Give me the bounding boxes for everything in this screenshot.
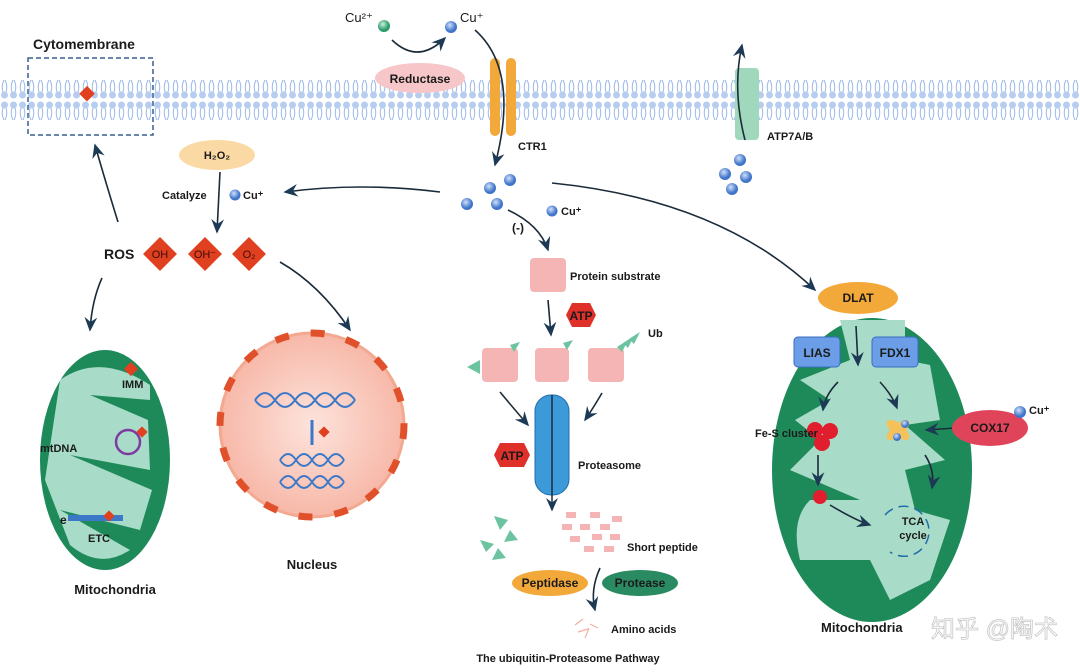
cu-export-arrow bbox=[732, 43, 746, 141]
to-proteasome-arrow-2 bbox=[584, 392, 603, 422]
watermark: 知乎 @陶术 bbox=[931, 616, 1058, 643]
reduction-arrow bbox=[391, 36, 447, 53]
protein-substrate-label: Protein substrate bbox=[570, 271, 660, 283]
to-proteasome-arrow bbox=[499, 391, 530, 427]
h2o2-label: H₂O₂ bbox=[204, 150, 230, 162]
cytomembrane-title: Cytomembrane bbox=[33, 36, 135, 52]
catalyze-label: Catalyze bbox=[162, 190, 207, 202]
cell-membrane bbox=[0, 76, 1080, 126]
catalyze-arrow bbox=[211, 171, 225, 234]
svg-text:OH: OH bbox=[152, 249, 169, 261]
copper-protein-complex-icon bbox=[886, 419, 910, 441]
electron-label: e bbox=[60, 513, 67, 527]
nucleus-title: Nucleus bbox=[287, 557, 338, 572]
cytosolic-copper-icons bbox=[461, 174, 516, 210]
fdx1-arrow bbox=[879, 381, 899, 410]
ubiquitinated-proteins bbox=[467, 332, 640, 382]
arrow-to-ros bbox=[283, 183, 441, 197]
cu-label: Cu⁺ bbox=[243, 190, 264, 202]
tca-cycle-icon bbox=[884, 505, 930, 557]
h2o2-ellipse bbox=[179, 140, 255, 170]
cox17-cu-label: Cu⁺ bbox=[1029, 405, 1050, 417]
atp-hexagon bbox=[494, 443, 530, 467]
cox17-ellipse bbox=[952, 410, 1028, 446]
ubiquitination-arrow bbox=[543, 299, 557, 337]
mtdna-label: mtDNA bbox=[40, 443, 77, 455]
svg-text:OH⁻: OH⁻ bbox=[194, 249, 217, 261]
left-mito-title: Mitochondria bbox=[74, 582, 156, 597]
tca-cycle-label: cycle bbox=[899, 530, 927, 542]
svg-text:O₂: O₂ bbox=[243, 249, 256, 261]
cu2-label: Cu²⁺ bbox=[345, 10, 373, 25]
proteasome-label: Proteasome bbox=[578, 460, 641, 472]
cu2-ion-icon bbox=[378, 20, 390, 32]
fe-s-label: Fe-S cluster bbox=[755, 428, 819, 440]
imm-label: IMM bbox=[122, 379, 143, 391]
atp7-label: ATP7A/B bbox=[767, 131, 813, 143]
ctr1-channel bbox=[490, 58, 500, 136]
cox17-arrow bbox=[924, 422, 956, 436]
fdx1-label: FDX1 bbox=[880, 346, 911, 360]
atp-hexagon bbox=[566, 303, 596, 327]
right-mitochondrion bbox=[772, 318, 972, 622]
cu1-ion-icon bbox=[445, 21, 457, 33]
ros-label: ROS bbox=[104, 246, 134, 262]
membrane-damage-icon bbox=[79, 85, 95, 102]
ups-cu-label: Cu⁺ bbox=[561, 206, 582, 218]
ctr1-channel-half bbox=[506, 58, 516, 136]
right-mito-title: Mitochondria bbox=[821, 620, 903, 635]
lias-label: LIAS bbox=[803, 346, 830, 360]
reductase-label: Reductase bbox=[390, 72, 451, 86]
cu-ion-icon bbox=[1014, 406, 1026, 418]
cox17-label: COX17 bbox=[970, 421, 1010, 435]
cu-ion-icon bbox=[229, 189, 241, 201]
peptidase-ellipse bbox=[512, 570, 588, 596]
protease-ellipse bbox=[602, 570, 678, 596]
protein-substrate-icon bbox=[530, 258, 566, 292]
amino-acids-icon bbox=[574, 618, 599, 639]
short-peptide-label: Short peptide bbox=[627, 542, 698, 554]
cu-ion-icon bbox=[546, 205, 558, 217]
ctr1-label: CTR1 bbox=[518, 141, 547, 153]
amino-acids-label: Amino acids bbox=[611, 624, 676, 636]
membrane-zoom-box bbox=[27, 57, 154, 136]
ups-title: The ubiquitin-Proteasome Pathway bbox=[476, 653, 660, 665]
atp-label: ATP bbox=[569, 309, 592, 323]
nucleus bbox=[216, 329, 408, 521]
dlat-arrow bbox=[850, 325, 864, 367]
short-peptides bbox=[562, 512, 622, 552]
arrow-to-left-mito bbox=[84, 277, 103, 332]
lias-arrow bbox=[818, 381, 839, 412]
tca-label: TCA bbox=[902, 516, 925, 528]
protease-label: Protease bbox=[615, 576, 666, 590]
exported-copper-icons bbox=[719, 154, 752, 195]
peptidase-label: Peptidase bbox=[522, 576, 579, 590]
released-ubiquitin bbox=[480, 516, 518, 560]
arrow-to-mitochondria bbox=[551, 182, 817, 292]
dlat-label: DLAT bbox=[842, 291, 874, 305]
reductase-ellipse bbox=[375, 63, 465, 93]
inhibit-label: (-) bbox=[512, 221, 524, 235]
to-tca-arrow-2 bbox=[924, 454, 941, 490]
arrow-to-ups bbox=[507, 209, 551, 252]
left-mitochondrion bbox=[40, 350, 170, 570]
proteasome-atp-label: ATP bbox=[500, 449, 523, 463]
fe-s-cluster-icon bbox=[807, 422, 838, 504]
arrow-to-membrane bbox=[92, 143, 119, 223]
to-tca-arrow bbox=[829, 504, 872, 528]
digestion-arrow bbox=[585, 567, 601, 612]
etc-label: ETC bbox=[88, 533, 110, 545]
cu1-label: Cu⁺ bbox=[460, 10, 483, 25]
dlat-ellipse bbox=[818, 282, 898, 314]
ros-species: OH OH⁻ O₂ bbox=[143, 237, 266, 271]
fdx1-box bbox=[871, 336, 919, 368]
lias-box bbox=[793, 336, 841, 368]
arrow-to-nucleus bbox=[279, 261, 351, 332]
ub-label: Ub bbox=[648, 328, 663, 340]
cu-import-arrow bbox=[474, 29, 505, 167]
